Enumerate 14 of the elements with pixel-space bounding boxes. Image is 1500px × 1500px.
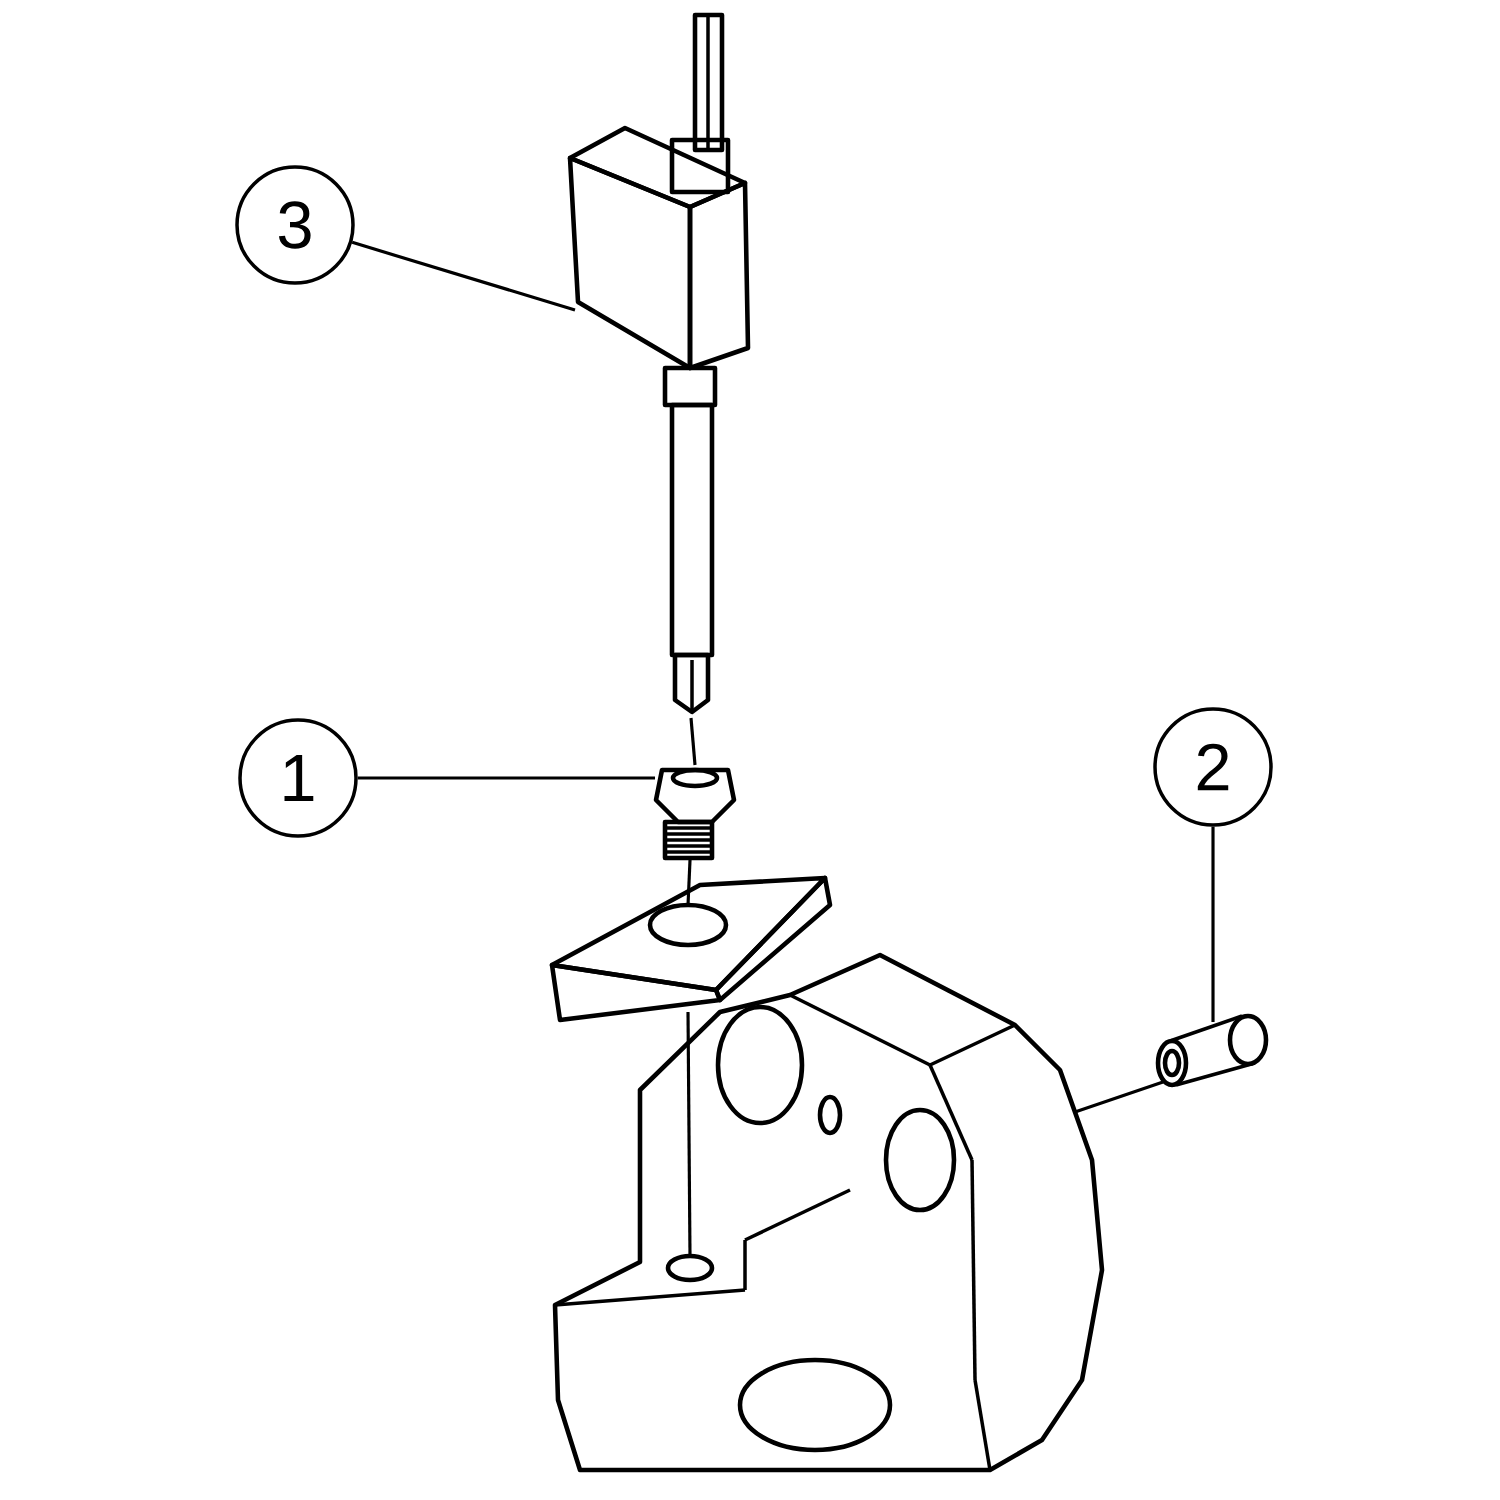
axis-line — [689, 717, 697, 766]
axis-line — [686, 859, 692, 906]
callout-number: 2 — [1153, 707, 1273, 827]
tool-body-drawing — [552, 952, 1105, 1473]
hex-key-drawing — [567, 12, 751, 715]
callout-number: 3 — [235, 165, 355, 285]
callout-number: 1 — [238, 718, 358, 838]
leader-line — [357, 776, 655, 780]
leader-line — [351, 240, 576, 312]
pin-drawing — [1155, 1013, 1269, 1088]
screw-drawing — [653, 767, 737, 861]
leader-line — [1211, 826, 1215, 1022]
shim-drawing — [549, 875, 833, 1023]
assembly-line — [1074, 1080, 1164, 1114]
